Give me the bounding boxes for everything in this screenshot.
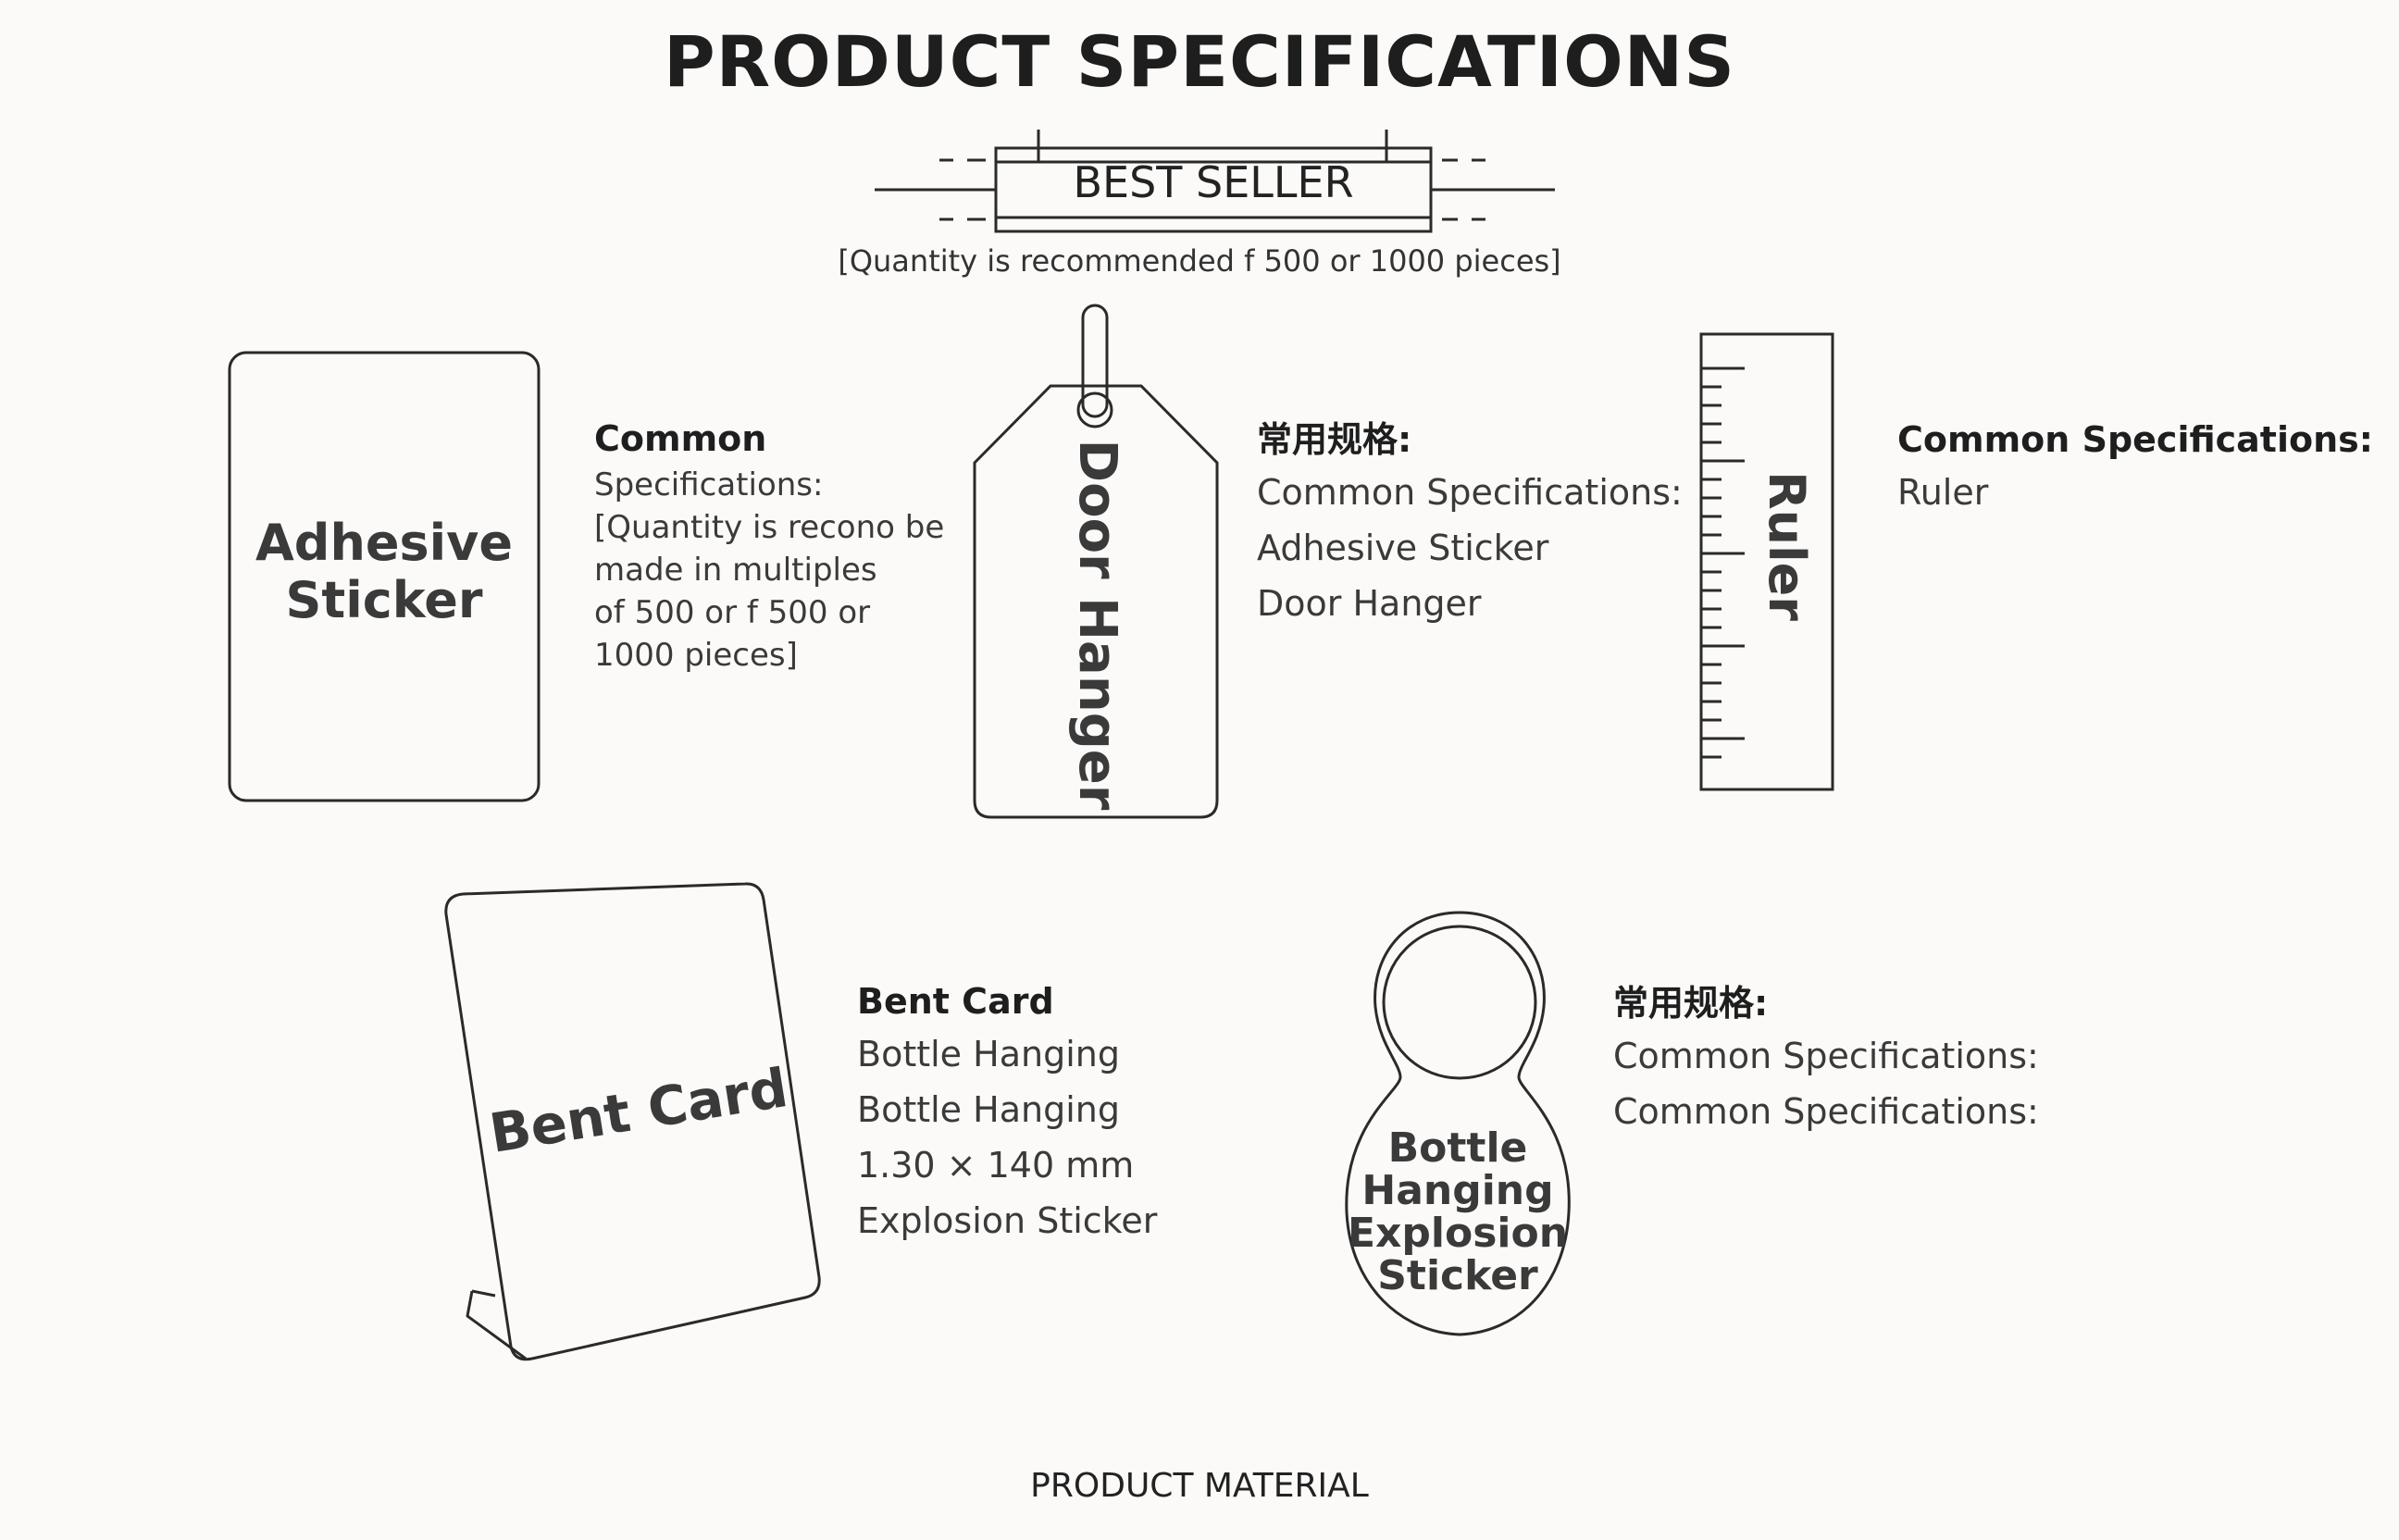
bottle-hanging-spec-title: 常用规格: bbox=[1613, 983, 1769, 1024]
spec-line: Bottle Hanging bbox=[857, 1089, 1120, 1130]
spec-line: [Quantity is recono be bbox=[594, 509, 945, 546]
ruler-spec-title: Common Specifications: bbox=[1897, 419, 2373, 460]
spec-line: Common Specifications: bbox=[1613, 1091, 2039, 1132]
spec-line: Bottle Hanging bbox=[857, 1034, 1120, 1074]
adhesive-sticker-label-line2: Sticker bbox=[285, 571, 483, 629]
spec-line: Ruler bbox=[1897, 472, 1989, 513]
ruler-specs: Common Specifications: Ruler bbox=[1897, 415, 2379, 520]
ruler-shape bbox=[1699, 332, 1834, 791]
spec-line: Explosion Sticker bbox=[857, 1200, 1158, 1241]
adhesive-sticker-label: Adhesive Sticker bbox=[227, 515, 541, 629]
spec-line: Common Specifications: bbox=[1257, 472, 1683, 513]
bent-card-spec-title: Bent Card bbox=[857, 981, 1054, 1022]
ruler-label: Ruler bbox=[1758, 471, 1816, 621]
spec-line: 1000 pieces] bbox=[594, 637, 798, 674]
spec-line: Door Hanger bbox=[1257, 583, 1482, 624]
spec-line: of 500 or f 500 or bbox=[594, 594, 871, 631]
spec-line: 1.30 × 140 mm bbox=[857, 1145, 1135, 1186]
footer-label: PRODUCT MATERIAL bbox=[1030, 1467, 1369, 1505]
door-hanger-label: Door Hanger bbox=[1067, 439, 1127, 811]
bottle-hanging-label-line: Explosion bbox=[1347, 1210, 1569, 1257]
bent-card-specs: Bent Card Bottle Hanging Bottle Hanging … bbox=[857, 976, 1320, 1248]
bent-card-shape bbox=[444, 882, 821, 1361]
banner-ribbon-graphic bbox=[875, 130, 1555, 233]
spec-line: Specifications: bbox=[594, 466, 824, 503]
bottle-hanging-label-line: Bottle bbox=[1387, 1124, 1528, 1172]
door-hanger-specs: 常用规格: Common Specifications: Adhesive St… bbox=[1257, 415, 1738, 631]
best-seller-label: BEST SELLER bbox=[1073, 157, 1354, 207]
ruler-ticks bbox=[1701, 366, 1745, 759]
spec-line: made in multiples bbox=[594, 552, 877, 589]
adhesive-sticker-label-line1: Adhesive bbox=[255, 514, 513, 572]
quantity-note: [Quantity is recommended f 500 or 1000 p… bbox=[838, 243, 1561, 279]
spec-line: Common Specifications: bbox=[1613, 1036, 2039, 1076]
door-hanger-spec-title: 常用规格: bbox=[1257, 419, 1412, 460]
adhesive-sticker-specs: Common Specifications: [Quantity is reco… bbox=[594, 414, 964, 677]
adhesive-sticker-shape bbox=[228, 351, 541, 802]
bottle-hanging-label: Bottle Hanging Explosion Sticker bbox=[1347, 1127, 1569, 1298]
bottle-hanging-label-line: Hanging bbox=[1361, 1167, 1554, 1214]
spec-line: Adhesive Sticker bbox=[1257, 528, 1549, 568]
adhesive-sticker-spec-title: Common bbox=[594, 418, 767, 459]
bottle-hanging-specs: 常用规格: Common Specifications: Common Spec… bbox=[1613, 978, 2132, 1139]
bottle-hanging-label-line: Sticker bbox=[1377, 1252, 1538, 1299]
bottle-hanging-shape bbox=[1345, 911, 1571, 1336]
page-title: PRODUCT SPECIFICATIONS bbox=[663, 20, 1736, 103]
door-hanger-shape bbox=[973, 304, 1219, 819]
